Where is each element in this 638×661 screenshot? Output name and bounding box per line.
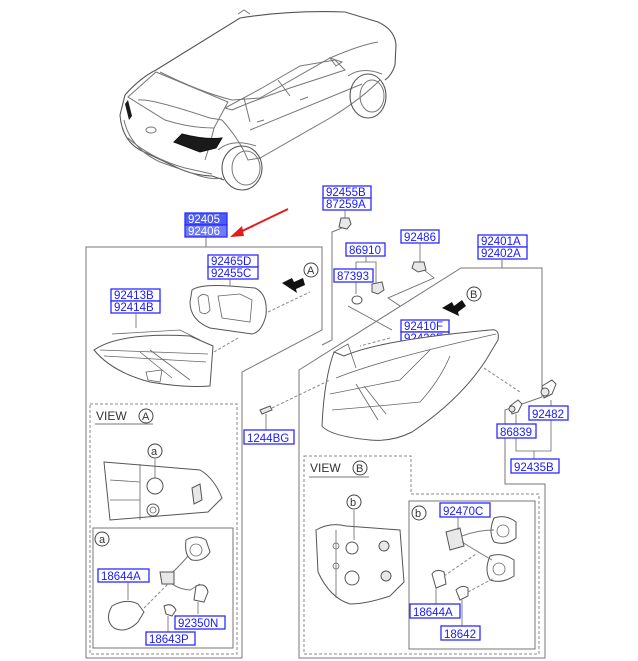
part-label-18642[interactable]: 18642: [440, 625, 481, 641]
part-label-92405-92406[interactable]: 92405 92406: [184, 212, 228, 238]
part-label-92465D-92455C[interactable]: 92465D 92455C: [207, 254, 259, 280]
part-label-18644A-view-a[interactable]: 18644A: [97, 568, 150, 583]
part-number-92465D: 92465D: [211, 256, 251, 268]
part-label-92470C[interactable]: 92470C: [439, 502, 491, 518]
part-number-92455C: 92455C: [211, 268, 251, 280]
view-b-detail-marker: b: [350, 497, 356, 509]
part-number-92455B: 92455B: [326, 187, 366, 199]
view-b-title: VIEW: [310, 461, 341, 475]
part-number-87393: 87393: [337, 271, 369, 283]
part-label-86839[interactable]: 86839: [496, 423, 537, 439]
part-number-92405: 92405: [188, 214, 220, 226]
detail-a-panel: a: [92, 527, 234, 649]
part-number-86910: 86910: [349, 245, 381, 257]
part-number-92470C: 92470C: [443, 506, 483, 518]
part-label-18643P[interactable]: 18643P: [145, 631, 196, 646]
outer-lamp-part: [321, 329, 499, 441]
part-number-92350N: 92350N: [178, 618, 218, 630]
part-label-92401A-92402A[interactable]: 92401A 92402A: [477, 234, 528, 260]
grommet-part: [411, 261, 427, 273]
outer-lamp-panel: [298, 260, 546, 659]
view-a-title: VIEW: [96, 409, 127, 423]
part-label-87393[interactable]: 87393: [333, 268, 374, 283]
part-label-92413B-92414B[interactable]: 92413B 92414B: [110, 288, 161, 314]
part-number-86839: 86839: [500, 427, 532, 439]
part-number-92401A: 92401A: [481, 236, 521, 248]
washer-part: [351, 295, 363, 305]
part-number-1244BG: 1244BG: [247, 433, 289, 445]
part-number-92414B: 92414B: [114, 302, 154, 314]
detail-b-marker: b: [415, 508, 421, 520]
part-label-92486[interactable]: 92486: [400, 229, 440, 244]
part-label-18644A-view-b[interactable]: 18644A: [409, 603, 461, 619]
part-number-92413B: 92413B: [114, 290, 154, 302]
view-arrow-a: A: [282, 262, 319, 293]
detail-a-marker: a: [99, 534, 106, 546]
part-number-92482: 92482: [532, 409, 564, 421]
part-label-92350N[interactable]: 92350N: [174, 615, 226, 630]
part-label-92455B-87259A[interactable]: 92455B 87259A: [322, 185, 372, 211]
inner-lamp-panel: [85, 236, 323, 659]
part-number-92402A: 92402A: [481, 248, 521, 260]
part-number-92410F: 92410F: [404, 321, 443, 333]
view-a-marker: A: [142, 411, 150, 423]
marker-a: A: [307, 265, 315, 277]
part-label-92482[interactable]: 92482: [528, 405, 569, 421]
nut-part: [338, 217, 352, 230]
part-label-86910[interactable]: 86910: [345, 242, 386, 257]
view-arrow-b: B: [442, 286, 482, 316]
part-label-1244BG[interactable]: 1244BG: [243, 429, 295, 445]
screw-part: [259, 405, 273, 415]
part-number-87259A: 87259A: [326, 199, 366, 211]
view-b-marker: B: [356, 463, 363, 475]
part-number-92486: 92486: [404, 232, 436, 244]
view-b-panel: VIEW B b: [303, 455, 540, 655]
highlight-arrow: [230, 208, 289, 237]
part-number-92435B: 92435B: [514, 462, 554, 474]
part-number-18642: 18642: [444, 629, 476, 641]
gasket-part: [189, 285, 267, 335]
marker-b: B: [470, 289, 477, 301]
inner-lamp-part: [93, 329, 214, 387]
view-a-panel: VIEW A a: [89, 403, 238, 655]
detail-b-panel: b: [408, 500, 536, 650]
part-label-92435B[interactable]: 92435B: [510, 458, 560, 474]
part-number-92406: 92406: [188, 226, 220, 238]
part-number-18644A: 18644A: [101, 571, 141, 583]
clip-part: [371, 281, 385, 295]
vehicle-illustration: [119, 9, 397, 191]
part-number-18643P: 18643P: [149, 634, 189, 646]
view-a-detail-marker: a: [151, 446, 158, 458]
part-number-18644A-b: 18644A: [413, 607, 453, 619]
